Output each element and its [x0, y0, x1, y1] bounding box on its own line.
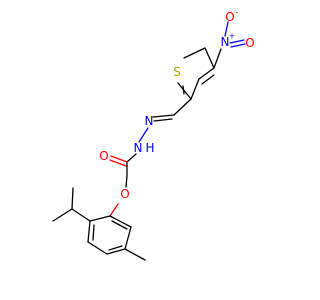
- bond-c2-s: [183, 47, 206, 59]
- bond-c-o-double-1: [110, 155, 128, 163]
- ether-oxygen-label: O: [120, 187, 129, 201]
- plus-charge-label: +: [229, 32, 236, 41]
- bond-ar4-ar5: [106, 248, 126, 255]
- bond-c4-c3-double: [201, 74, 215, 85]
- bond-ar-inner-3: [111, 220, 128, 230]
- bond-c5-c4-inner: [182, 85, 185, 95]
- minus-charge-label: -: [236, 8, 239, 17]
- nitro-oxygen-top-label: O: [225, 10, 234, 24]
- bond-ipr-me2: [52, 208, 73, 222]
- nitro-nitrogen-label: N: [221, 35, 230, 49]
- molecule-structure: S N + O - O N N H O O: [52, 8, 255, 261]
- bond-ar-inner-1: [92, 224, 95, 241]
- bond-ar2-ar3: [87, 220, 91, 243]
- bond-nitro-o-right: [229, 39, 245, 44]
- bonds: [52, 21, 246, 261]
- bond-ch-n-double: [153, 118, 173, 122]
- bond-nh-co: [126, 153, 137, 163]
- bond-ipr-me1: [71, 187, 74, 210]
- bond-ch-n: [152, 114, 175, 118]
- carbonyl-oxygen-label: O: [99, 149, 108, 163]
- atom-labels: S N + O - O N N H O O: [99, 8, 254, 202]
- nitro-oxygen-right-label: O: [245, 36, 254, 50]
- bond-c5-c4: [190, 78, 200, 100]
- bond-c4-c3: [198, 67, 215, 80]
- hydrazone-nitrogen-label: N: [145, 114, 154, 128]
- bond-ar3-ar4: [87, 241, 108, 255]
- bond-c3-nitro: [213, 48, 222, 69]
- bond-ar1-ar2: [89, 215, 111, 222]
- sulfur-label: S: [173, 65, 181, 79]
- amide-hydrogen-label: H: [145, 141, 154, 155]
- amide-nitrogen-label: N: [134, 141, 143, 155]
- bond-nitro-o-right-double: [230, 43, 246, 48]
- bond-o-aryl: [109, 203, 119, 217]
- bond-ar5-me: [124, 248, 146, 261]
- bond-ar-inner-2: [108, 245, 123, 251]
- bond-ar6-ar1: [109, 215, 132, 228]
- bond-nitro-o-top: [224, 21, 229, 37]
- bond-ch2-o: [125, 175, 128, 188]
- bond-c-o-double-2: [109, 159, 127, 167]
- bond-c5-ch: [173, 98, 192, 116]
- bond-n-nh: [138, 127, 149, 143]
- bond-ar5-ar6: [124, 226, 132, 250]
- bond-s-c5: [177, 82, 192, 100]
- bond-c3-c2: [204, 47, 215, 69]
- bond-ar2-ipr: [71, 208, 91, 222]
